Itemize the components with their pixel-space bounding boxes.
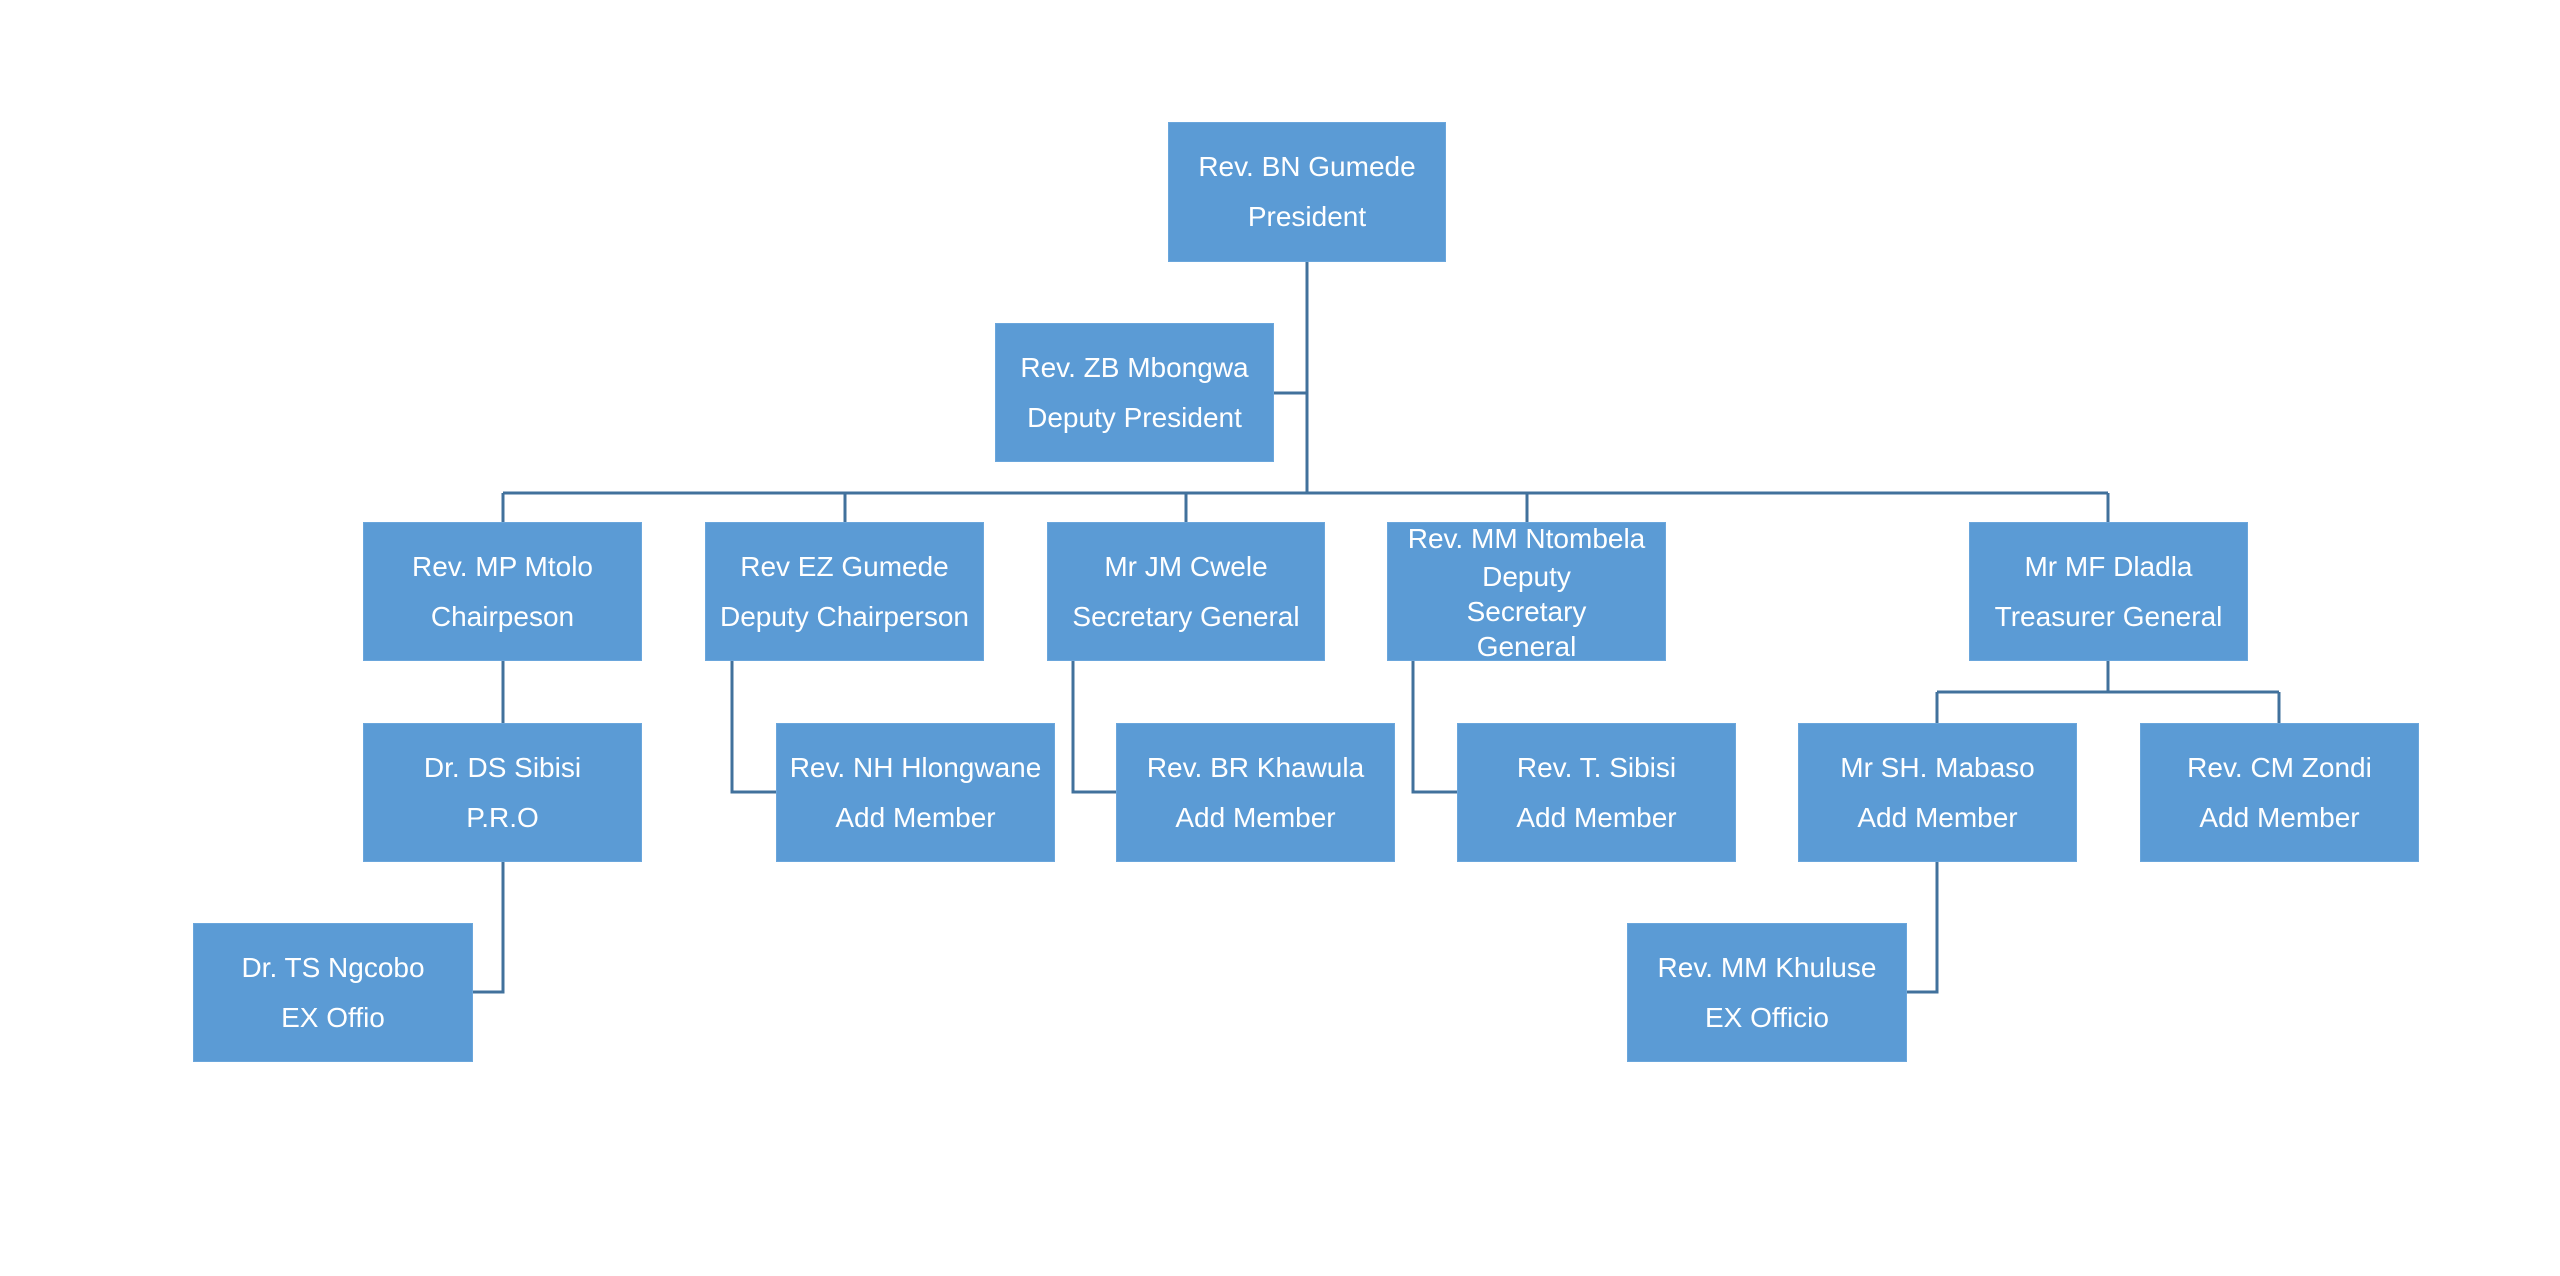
- node-deputy-president[interactable]: Rev. ZB Mbongwa Deputy President: [995, 323, 1274, 462]
- node-name: Rev. NH Hlongwane: [789, 751, 1042, 783]
- node-deputy-secretary-general[interactable]: Rev. MM Ntombela Deputy Secretary Genera…: [1387, 522, 1666, 662]
- node-name: Rev. MP Mtolo: [411, 550, 593, 582]
- node-ex-officio-khuluse[interactable]: Rev. MM Khuluse EX Officio: [1627, 923, 1907, 1062]
- node-role: Add Member: [2199, 801, 2360, 833]
- node-name: Rev. MM Ntombela: [1407, 523, 1646, 554]
- node-member-mabaso[interactable]: Mr SH. Mabaso Add Member: [1798, 723, 2077, 862]
- node-name: Rev EZ Gumede: [740, 550, 949, 582]
- node-role: Secretary General: [1072, 600, 1300, 632]
- node-role: Treasurer General: [1994, 600, 2223, 632]
- node-ex-officio-ngcobo[interactable]: Dr. TS Ngcobo EX Offio: [193, 923, 473, 1062]
- node-role: Deputy Chairperson: [719, 600, 970, 632]
- node-name: Dr. DS Sibisi: [423, 751, 582, 783]
- node-name: Rev. ZB Mbongwa: [1020, 351, 1249, 383]
- connector-pro-ngcobo: [473, 862, 505, 994]
- node-role: Add Member: [835, 801, 996, 833]
- node-member-khawula[interactable]: Rev. BR Khawula Add Member: [1116, 723, 1395, 862]
- node-president[interactable]: Rev. BN Gumede President: [1168, 122, 1446, 262]
- connector-secretary-khawula: [1071, 661, 1116, 794]
- node-pro[interactable]: Dr. DS Sibisi P.R.O: [363, 723, 642, 862]
- node-secretary-general[interactable]: Mr JM Cwele Secretary General: [1047, 522, 1325, 661]
- node-member-hlongwane[interactable]: Rev. NH Hlongwane Add Member: [776, 723, 1055, 862]
- node-name: Rev. CM Zondi: [2187, 751, 2372, 783]
- node-name: Dr. TS Ngcobo: [241, 951, 425, 983]
- node-role: Deputy President: [1027, 401, 1242, 433]
- node-name: Rev. BN Gumede: [1198, 151, 1416, 182]
- node-role: P.R.O: [466, 801, 539, 833]
- node-name: Rev. T. Sibisi: [1516, 751, 1677, 783]
- node-role: EX Officio: [1705, 1001, 1829, 1033]
- connector-deputy-chair-hlongwane: [730, 661, 776, 794]
- node-name: Mr JM Cwele: [1104, 550, 1268, 582]
- node-role: Chairpeson: [430, 600, 575, 632]
- node-role: EX Offio: [281, 1001, 385, 1033]
- node-role: President: [1247, 201, 1367, 232]
- node-role: Deputy Secretary General: [1466, 561, 1587, 662]
- node-name: Rev. MM Khuluse: [1657, 951, 1877, 983]
- node-name: Mr SH. Mabaso: [1840, 751, 2035, 783]
- node-treasurer-general[interactable]: Mr MF Dladla Treasurer General: [1969, 522, 2248, 661]
- node-deputy-chairperson[interactable]: Rev EZ Gumede Deputy Chairperson: [705, 522, 984, 661]
- node-name: Mr MF Dladla: [2024, 550, 2193, 582]
- node-chairperson[interactable]: Rev. MP Mtolo Chairpeson: [363, 522, 642, 661]
- node-name: Rev. BR Khawula: [1146, 751, 1365, 783]
- connector-mabaso-khuluse: [1907, 862, 1939, 994]
- node-member-zondi[interactable]: Rev. CM Zondi Add Member: [2140, 723, 2419, 862]
- node-member-t-sibisi[interactable]: Rev. T. Sibisi Add Member: [1457, 723, 1736, 862]
- node-role: Add Member: [1516, 801, 1677, 833]
- node-role: Add Member: [1857, 801, 2018, 833]
- connector-deputy-sec-sibisi: [1411, 661, 1457, 794]
- node-role: Add Member: [1175, 801, 1336, 833]
